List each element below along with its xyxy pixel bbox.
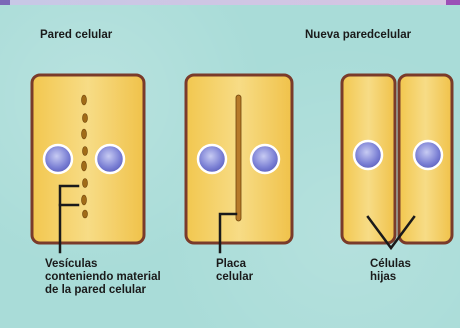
top-strip-accent [0,0,10,5]
daughter-left-nucleus [352,139,384,171]
vesicle [81,128,87,140]
cell-2-nucleus-right [249,143,281,175]
label-celulas-hijas: Células hijas [370,258,411,283]
vesicle [82,146,88,156]
cell-plate [235,94,242,222]
daughter-right-nucleus [412,139,444,171]
top-strip-right-accent [446,0,460,5]
vesicles-pointer [58,184,80,254]
label-pared-celular: Pared celular [40,29,113,41]
plate-pointer [218,212,238,254]
vesicles [81,94,88,219]
label-nueva-pared: Nueva paredcelular [305,29,412,41]
cell-2-nucleus-left [196,143,228,175]
daughter-pointer [366,215,416,251]
label-vesiculas: Vesículas conteniendo material de la par… [45,258,161,296]
vesicle [82,113,88,123]
daughter-cells-stage [340,73,454,245]
cell-1-nucleus-right [94,143,126,175]
vesicle [82,209,88,219]
cell-1-nucleus-left [42,143,74,175]
vesicle [81,94,87,106]
vesicle [82,178,88,188]
pointer-lines [58,184,416,254]
vesicle [81,194,87,206]
cell-plate-stage [184,73,294,245]
vesicle [81,160,87,172]
label-placa-celular: Placa celular [216,258,254,283]
top-decorative-strip [0,0,460,5]
cell-vesicles-stage [30,73,146,245]
